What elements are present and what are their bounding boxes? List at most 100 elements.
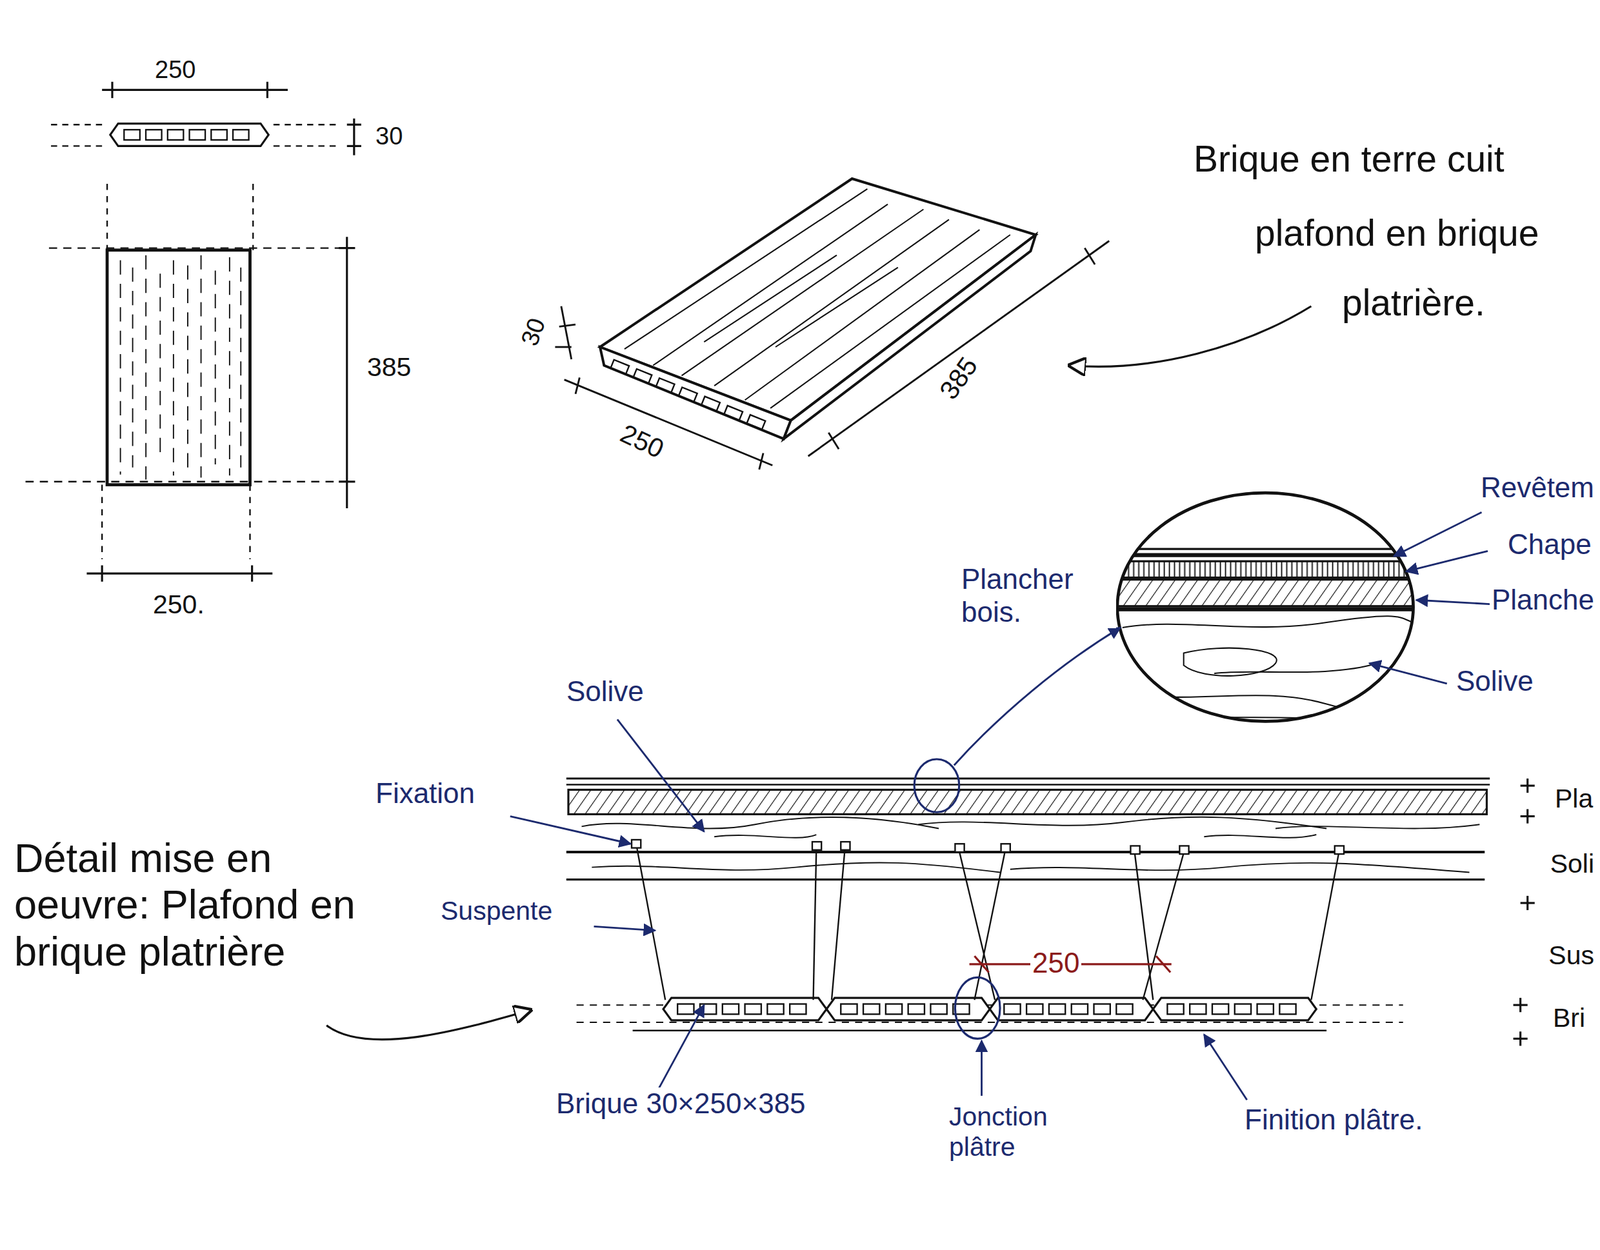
drawing-stroke [1156, 956, 1171, 973]
drawing-stroke [110, 81, 113, 99]
layer-label: Solive [1454, 665, 1536, 699]
drawing-stroke [566, 850, 1485, 854]
drawing-stroke [770, 234, 1011, 409]
ceiling-detail [566, 759, 1535, 1046]
zoom-detail [1112, 489, 1419, 735]
drawing-stroke [575, 377, 580, 394]
drawing-stroke [1179, 845, 1189, 855]
drawing-stroke [554, 346, 571, 349]
title-note: plafond en brique [1252, 212, 1542, 255]
dimension: 250 [614, 417, 671, 466]
part-label: Solive [564, 675, 646, 709]
drawing-stroke [954, 843, 964, 853]
level-label: Pla [1552, 783, 1595, 815]
drawing-stroke [49, 247, 353, 249]
dimension: 250. [150, 589, 207, 620]
drawing-stroke [808, 241, 1110, 457]
drawing-stroke [1526, 896, 1529, 911]
drawing-stroke [1214, 663, 1378, 674]
drawing-stroke [1142, 852, 1184, 1000]
drawing-stroke [980, 1041, 983, 1097]
level-label: Bri [1550, 1003, 1588, 1034]
part-label: Brique 30×250×385 [554, 1087, 808, 1121]
drawing-stroke [214, 270, 217, 465]
drawing-stroke [826, 998, 990, 1021]
dimension: 30 [514, 312, 553, 352]
drawing-stroke [566, 878, 1485, 881]
drawing-stroke [1203, 1034, 1247, 1100]
drawing-stroke [632, 1030, 1328, 1032]
drawing-stroke [229, 257, 231, 476]
drawing-stroke [624, 189, 868, 350]
drawing-stroke [107, 250, 250, 486]
drawing-stroke [974, 956, 989, 973]
drawing-stroke [110, 123, 269, 147]
drawing-stroke [617, 719, 704, 832]
drawing-stroke [1122, 616, 1419, 727]
level-label: Sus [1546, 940, 1597, 971]
drawing-stroke [101, 89, 288, 91]
leader-lines [326, 512, 1490, 1100]
drawing-stroke [989, 998, 1153, 1021]
drawing-stroke [347, 145, 362, 148]
drawing-stroke [1117, 492, 1414, 722]
level-label: Soli [1548, 849, 1597, 880]
drawing-stroke [828, 432, 839, 450]
drawing-stroke [1369, 663, 1448, 684]
drawing-stroke [250, 565, 253, 582]
drawing-stroke [594, 926, 656, 931]
drawing-stroke [1130, 845, 1140, 855]
drawing-stroke [1122, 616, 1419, 628]
drawing-stroke [714, 834, 817, 839]
drawing-stroke [273, 145, 337, 147]
drawing-stroke [1203, 834, 1317, 839]
drawing-stroke [812, 841, 822, 851]
drawing-stroke [610, 360, 630, 375]
drawing-stroke [1112, 489, 1419, 735]
drawing-stroke [1069, 306, 1312, 368]
dimension: 385 [932, 350, 986, 408]
drawing-stroke [1112, 580, 1419, 607]
drawing-stroke [564, 380, 773, 466]
drawing-stroke [50, 145, 108, 147]
drawing-stroke [101, 485, 103, 560]
drawing-stroke [200, 255, 202, 479]
drawing-stroke [631, 840, 641, 849]
drawing-stroke [1405, 550, 1488, 572]
drawing-stroke [610, 360, 766, 430]
drawing-stroke [120, 255, 242, 480]
drawing-stroke [566, 777, 1490, 780]
brick-isometric [554, 178, 1311, 470]
dimension: 30 [373, 122, 405, 151]
part-label: Finition plâtre. [1242, 1103, 1425, 1137]
drawing-stroke [631, 840, 1344, 855]
drawing-stroke [678, 387, 698, 402]
drawing-stroke [681, 209, 924, 376]
detail-title: Détail mise en oeuvre: Plafond en brique… [12, 834, 384, 975]
drawing-stroke [663, 998, 827, 1021]
drawing-stroke [1513, 778, 1535, 1046]
drawing-stroke [813, 849, 817, 1000]
drawing-stroke [266, 81, 269, 99]
drawing-stroke [723, 405, 743, 421]
layer-label: Chape [1505, 528, 1594, 562]
drawing-stroke [1084, 248, 1095, 265]
drawing-stroke [249, 485, 251, 560]
drawing-stroke [658, 1005, 704, 1090]
drawing-stroke [106, 183, 108, 251]
drawing-stroke [1519, 1031, 1522, 1046]
drawing-stroke [714, 219, 950, 386]
drawing-stroke [1112, 489, 1419, 735]
drawing-stroke [273, 123, 337, 126]
drawing-stroke [172, 260, 175, 477]
drawing-stroke [1001, 843, 1011, 853]
dimension: 250 [1030, 947, 1082, 980]
drawing-stroke [656, 378, 675, 393]
drawing-stroke [347, 123, 362, 126]
drawing-stroke [703, 255, 837, 342]
drawing-stroke [240, 267, 242, 468]
drawing-stroke [326, 1010, 531, 1040]
drawing-stroke [1526, 809, 1529, 824]
